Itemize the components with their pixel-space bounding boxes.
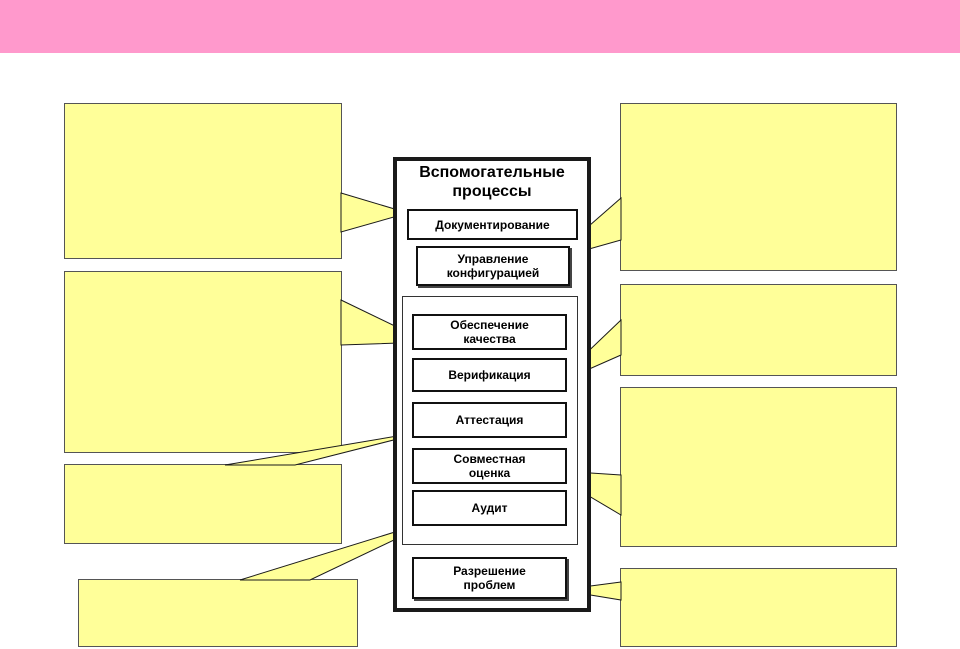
quality-group [402, 296, 578, 545]
process-configuration: Управление конфигурацией [416, 246, 570, 286]
process-audit: Аудит [412, 490, 567, 526]
process-documentation: Документирование [407, 209, 578, 240]
pointer-audit [239, 517, 441, 581]
note-quality [64, 271, 342, 453]
pointer-attestation [224, 429, 434, 466]
process-problem-resolution: Разрешение проблем [412, 557, 567, 599]
note-joint-review [620, 387, 897, 547]
note-attestation [64, 464, 342, 544]
note-configuration [620, 103, 897, 271]
pointer-documentation [340, 192, 410, 233]
note-problem-resolution [620, 568, 897, 647]
header-band [0, 0, 960, 53]
process-attestation: Аттестация [412, 402, 567, 438]
process-joint-review: Совместная оценка [412, 448, 567, 484]
process-verification: Верификация [412, 358, 567, 392]
note-documentation [64, 103, 342, 259]
process-quality: Обеспечение качества [412, 314, 567, 350]
note-audit [78, 579, 358, 647]
frame-title: Вспомогательные процессы [419, 164, 565, 200]
